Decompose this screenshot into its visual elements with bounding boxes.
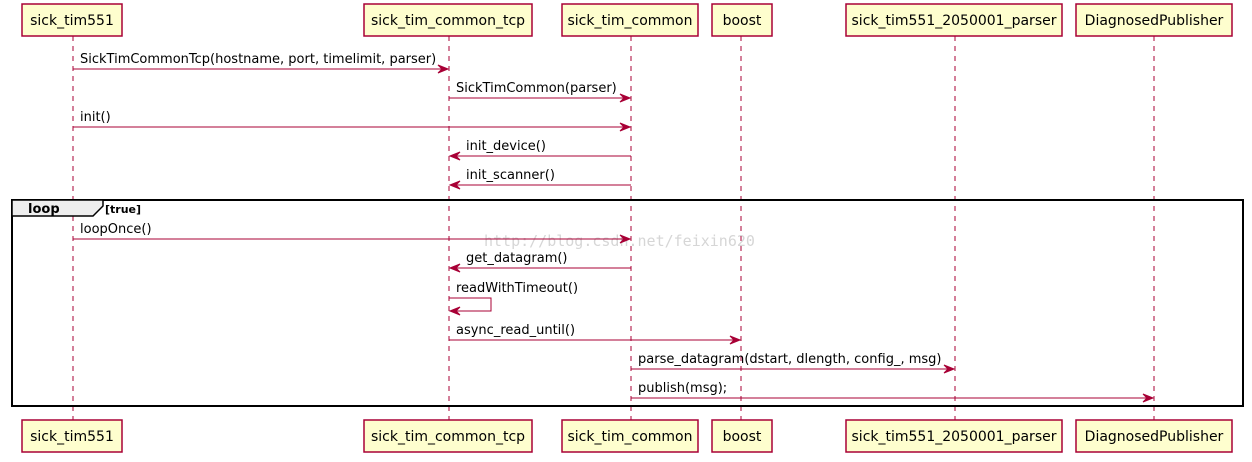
message-label: SickTimCommonTcp(hostname, port, timelim… xyxy=(80,52,436,67)
participant-label: sick_tim551_2050001_parser xyxy=(852,429,1057,445)
participant-label: DiagnosedPublisher xyxy=(1085,13,1224,29)
message-label: async_read_until() xyxy=(456,323,575,338)
loop-keyword: loop xyxy=(28,202,60,217)
loop-fragment: loop [true] xyxy=(11,199,1244,407)
participant-top-sick_tim_common_tcp: sick_tim_common_tcp xyxy=(363,3,533,37)
message-label: get_datagram() xyxy=(466,251,568,266)
participant-box xyxy=(845,419,1063,453)
message-arrowhead xyxy=(448,263,461,273)
message-arrowhead xyxy=(437,64,450,74)
message-6: loopOnce() xyxy=(73,222,632,244)
message-3: init() xyxy=(73,110,632,132)
participant-label: sick_tim_common xyxy=(568,429,693,445)
participant-box xyxy=(561,3,699,37)
message-arrowhead xyxy=(729,335,742,345)
message-8: readWithTimeout() xyxy=(448,281,578,316)
message-11: publish(msg); xyxy=(631,381,1155,403)
message-5: init_scanner() xyxy=(448,168,631,190)
participants-top: sick_tim551 sick_tim_common_tcp sick_tim_c… xyxy=(21,3,1233,37)
loop-guard: [true] xyxy=(105,203,141,216)
participant-top-sick_tim551: sick_tim551 xyxy=(21,3,123,37)
watermark-text: http://blog.csdn.net/feixin620 xyxy=(484,232,755,250)
loop-tab xyxy=(11,199,104,217)
message-label: parse_datagram(dstart, dlength, config_,… xyxy=(638,352,941,367)
participant-box xyxy=(21,3,123,37)
message-label: init() xyxy=(80,110,111,125)
participant-label: sick_tim_common_tcp xyxy=(371,13,525,29)
participant-box xyxy=(1075,3,1233,37)
message-arrowhead xyxy=(448,151,461,161)
participant-bottom-sick_tim551: sick_tim551 xyxy=(21,419,123,453)
participant-bottom-sick_tim551_2050001_parser: sick_tim551_2050001_parser xyxy=(845,419,1063,453)
message-label: loopOnce() xyxy=(80,222,152,237)
message-9: async_read_until() xyxy=(449,323,742,345)
participant-box xyxy=(363,419,533,453)
participant-label: boost xyxy=(723,429,762,445)
participants-bottom: sick_tim551 sick_tim_common_tcp sick_tim_c… xyxy=(21,419,1233,453)
participant-box xyxy=(845,3,1063,37)
participant-label: sick_tim551_2050001_parser xyxy=(852,13,1057,29)
message-label: init_scanner() xyxy=(466,168,555,183)
loop-frame xyxy=(11,199,1244,407)
message-label: publish(msg); xyxy=(638,381,727,396)
message-arrowhead xyxy=(619,122,632,132)
message-arrowhead xyxy=(1142,393,1155,403)
participant-top-DiagnosedPublisher: DiagnosedPublisher xyxy=(1075,3,1233,37)
participant-label: sick_tim_common xyxy=(568,13,693,29)
message-label: readWithTimeout() xyxy=(456,281,578,296)
participant-box xyxy=(711,3,773,37)
lifelines xyxy=(72,36,1155,420)
participant-top-sick_tim_common: sick_tim_common xyxy=(561,3,699,37)
participant-label: sick_tim551 xyxy=(30,13,114,29)
message-10: parse_datagram(dstart, dlength, config_,… xyxy=(631,352,956,374)
message-2: SickTimCommon(parser) xyxy=(449,81,632,103)
participant-top-boost: boost xyxy=(711,3,773,37)
participant-box xyxy=(363,3,533,37)
message-arrowhead xyxy=(448,306,461,316)
participant-label: DiagnosedPublisher xyxy=(1085,429,1224,445)
messages: SickTimCommonTcp(hostname, port, timelim… xyxy=(73,52,1155,403)
participant-box xyxy=(21,419,123,453)
participant-label: boost xyxy=(723,13,762,29)
message-arrowhead xyxy=(943,364,956,374)
message-arrowhead xyxy=(448,180,461,190)
message-4: init_device() xyxy=(448,139,631,161)
message-1: SickTimCommonTcp(hostname, port, timelim… xyxy=(73,52,450,74)
participant-box xyxy=(1075,419,1233,453)
participant-label: sick_tim_common_tcp xyxy=(371,429,525,445)
participant-bottom-DiagnosedPublisher: DiagnosedPublisher xyxy=(1075,419,1233,453)
participant-bottom-sick_tim_common_tcp: sick_tim_common_tcp xyxy=(363,419,533,453)
message-arrow-line xyxy=(449,297,492,312)
participant-bottom-boost: boost xyxy=(711,419,773,453)
participant-box xyxy=(561,419,699,453)
message-label: init_device() xyxy=(466,139,546,154)
participant-bottom-sick_tim_common: sick_tim_common xyxy=(561,419,699,453)
message-7: get_datagram() xyxy=(448,251,631,273)
participant-box xyxy=(711,419,773,453)
message-arrowhead xyxy=(619,93,632,103)
message-label: SickTimCommon(parser) xyxy=(456,81,617,96)
message-arrowhead xyxy=(619,234,632,244)
participant-label: sick_tim551 xyxy=(30,429,114,445)
participant-top-sick_tim551_2050001_parser: sick_tim551_2050001_parser xyxy=(845,3,1063,37)
